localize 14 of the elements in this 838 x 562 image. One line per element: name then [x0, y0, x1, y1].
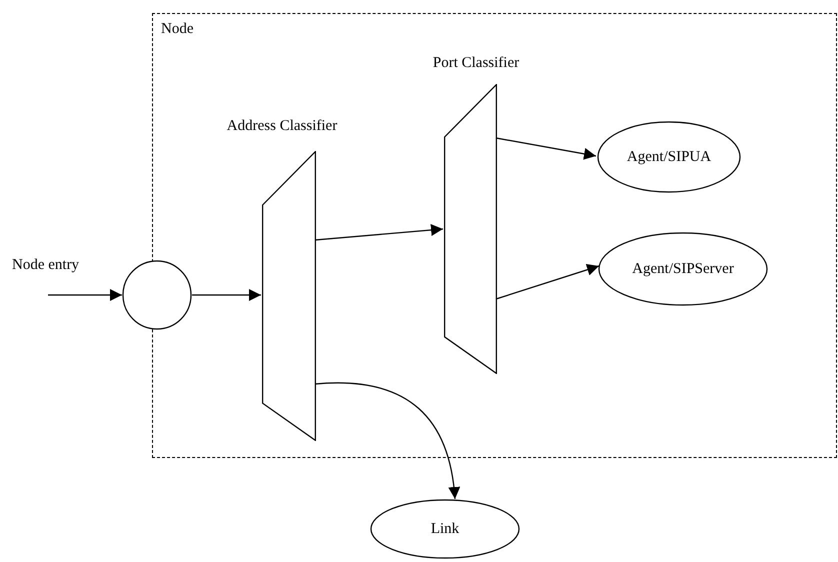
arrow [496, 264, 600, 300]
node-boundary [152, 13, 837, 458]
arrow [192, 289, 261, 301]
node-label: Agent/SIPUA [626, 150, 712, 164]
arrow [314, 224, 444, 241]
node-label: Agent/SIPServer [632, 262, 734, 276]
edge-label: Node entry [12, 258, 80, 273]
node-label: Link [430, 522, 460, 536]
classifier-label: Address Classifier [226, 119, 338, 134]
group-label: Node [161, 22, 194, 37]
classifier-label: Port Classifier [432, 56, 520, 71]
arrow [48, 289, 122, 301]
arrow [496, 137, 596, 160]
arrow [314, 382, 460, 500]
